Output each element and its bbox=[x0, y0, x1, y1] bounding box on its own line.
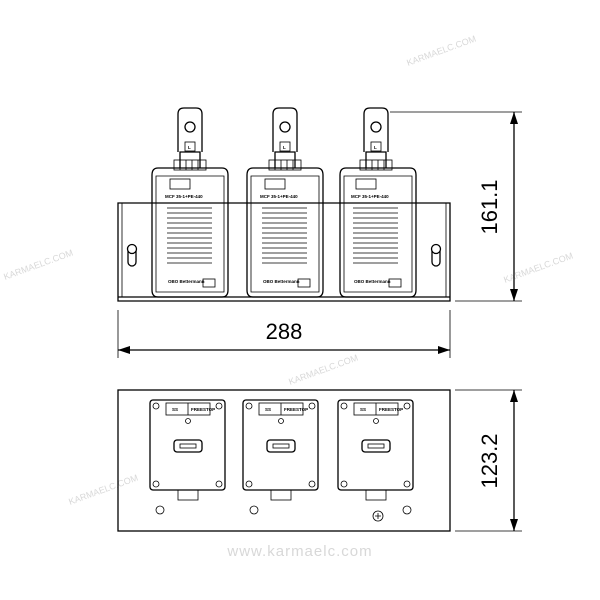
model-label: MCF 35-1+PE-440 bbox=[260, 194, 298, 199]
face-label-left: SS bbox=[172, 407, 178, 412]
dimension-height-bottom: 123.2 bbox=[455, 389, 522, 532]
module-3-face: SS FREESTOP bbox=[337, 399, 414, 501]
module-3-side: L MCF 35-1+PE-440 OBO Bettermann bbox=[339, 107, 417, 298]
face-label-left: SS bbox=[360, 407, 366, 412]
watermark-site-text: www.karmaelc.com bbox=[226, 543, 372, 560]
face-label-left: SS bbox=[265, 407, 271, 412]
dimension-height-top: 161.1 bbox=[390, 111, 522, 302]
company-label: OBO Bettermann bbox=[168, 279, 205, 284]
mounting-hole-left bbox=[155, 505, 165, 515]
keyhole-right bbox=[430, 243, 442, 267]
dimension-height-top-label: 161.1 bbox=[477, 179, 502, 234]
mounting-hole-mid bbox=[249, 505, 259, 515]
model-label: MCF 35-1+PE-440 bbox=[165, 194, 203, 199]
face-label-right: FREESTOP bbox=[379, 407, 403, 412]
dimension-width-label: 288 bbox=[266, 319, 303, 344]
model-label: MCF 35-1+PE-440 bbox=[351, 194, 389, 199]
module-2-side: L MCF 35-1+PE-440 OBO Bettermann bbox=[246, 107, 324, 298]
module-1-face: SS FREESTOP bbox=[149, 399, 226, 501]
dimension-height-bottom-label: 123.2 bbox=[477, 433, 502, 488]
terminal-label: L bbox=[374, 145, 377, 150]
keyhole-left bbox=[126, 243, 138, 267]
company-label: OBO Bettermann bbox=[263, 279, 300, 284]
info-lines bbox=[167, 207, 212, 264]
side-view: L MCF 35-1+PE-440 OBO Bettermann L MCF 3… bbox=[117, 107, 451, 302]
terminal-label: L bbox=[283, 145, 286, 150]
face-label-right: FREESTOP bbox=[191, 407, 215, 412]
mounting-plate bbox=[117, 202, 451, 302]
company-label: OBO Bettermann bbox=[354, 279, 391, 284]
watermark-badge-5: KARMAELC.COM bbox=[2, 248, 74, 282]
watermark-badge-1: KARMAELC.COM bbox=[405, 34, 477, 68]
front-view: SS FREESTOP SS FREESTOP SS bbox=[117, 389, 451, 532]
watermark-badge-3: KARMAELC.COM bbox=[287, 353, 359, 387]
module-2-face: SS FREESTOP bbox=[242, 399, 319, 501]
terminal-label: L bbox=[188, 145, 191, 150]
front-plate bbox=[117, 389, 451, 532]
dimension-width: 288 bbox=[117, 310, 451, 358]
module-1-side: L MCF 35-1+PE-440 OBO Bettermann bbox=[151, 107, 229, 298]
watermark-badge-2: KARMAELC.COM bbox=[502, 251, 574, 285]
face-label-right: FREESTOP bbox=[284, 407, 308, 412]
mounting-hole-right bbox=[402, 505, 412, 515]
watermark-badge-4: KARMAELC.COM bbox=[67, 473, 139, 507]
ground-screw-icon bbox=[372, 510, 384, 522]
